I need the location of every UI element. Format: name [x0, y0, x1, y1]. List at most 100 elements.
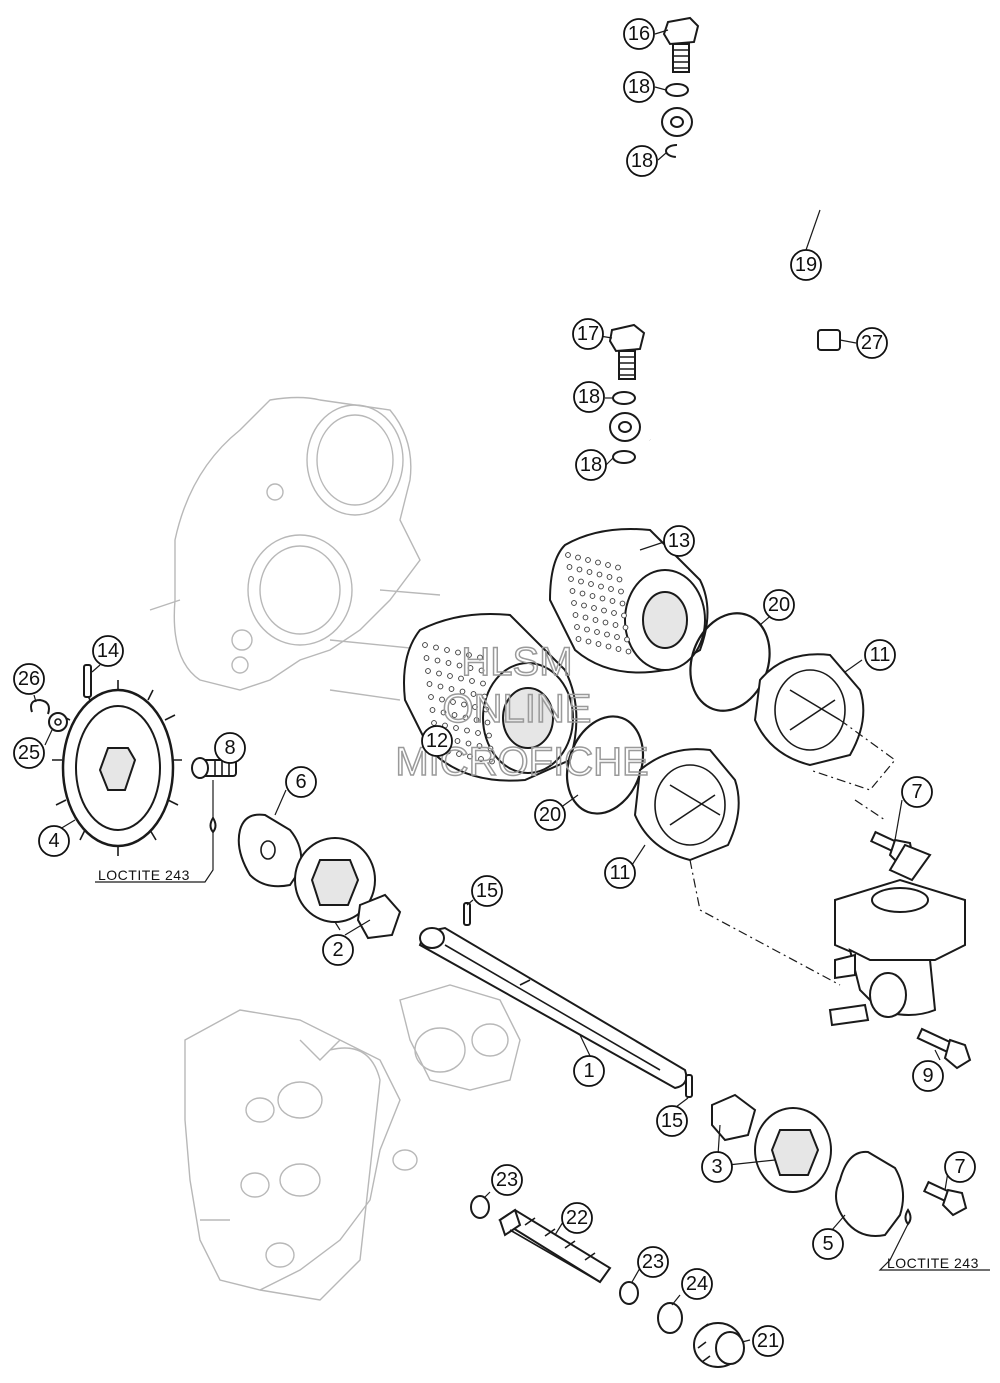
callout-label: 18	[628, 76, 650, 98]
part-callout: 15	[471, 875, 503, 907]
part-callout: 2	[322, 934, 354, 966]
callout-label: 18	[631, 150, 653, 172]
callout-label: 25	[18, 742, 40, 764]
part-callout: 15	[656, 1105, 688, 1137]
part-callout: 18	[575, 449, 607, 481]
assembly-lines	[689, 719, 896, 986]
part-callout: 6	[285, 766, 317, 798]
part-callout: 17	[572, 318, 604, 350]
rotor-2	[294, 837, 402, 940]
callout-label: 26	[18, 668, 40, 690]
callout-label: 15	[661, 1110, 683, 1132]
callout-label: 14	[97, 640, 119, 662]
part-callout: 23	[637, 1246, 669, 1278]
callout-label: 22	[566, 1207, 588, 1229]
part-callout: 18	[623, 71, 655, 103]
bolt-7-lower	[922, 1180, 968, 1217]
callout-label: 21	[757, 1330, 779, 1352]
part-callout: 13	[663, 525, 695, 557]
callout-label: 1	[583, 1060, 594, 1082]
part-callout: 25	[13, 737, 45, 769]
callout-label: 18	[578, 386, 600, 408]
screw-8	[191, 757, 237, 834]
callout-label: 2	[332, 939, 343, 961]
engine-case-upper-outline	[149, 396, 441, 701]
callout-label: 17	[577, 323, 599, 345]
part-callout: 19	[790, 249, 822, 281]
part-callout: 3	[701, 1151, 733, 1183]
callout-label: 23	[496, 1169, 518, 1191]
pump-cover-5	[835, 1150, 990, 1271]
bolt-9	[916, 1027, 972, 1070]
callout-label: 5	[822, 1233, 833, 1255]
part-callout: 11	[864, 639, 896, 671]
oil-line-long	[609, 87, 841, 500]
pump-gear	[52, 680, 182, 856]
callout-label: 3	[711, 1156, 722, 1178]
part-callout: 16	[623, 18, 655, 50]
part-callout: 9	[912, 1060, 944, 1092]
callout-label: 11	[610, 862, 631, 884]
callout-label: 7	[954, 1156, 965, 1178]
pump-cover-6	[237, 813, 303, 888]
callout-label: 16	[628, 23, 650, 45]
part-callout: 23	[491, 1164, 523, 1196]
callout-label: 20	[768, 594, 790, 616]
callout-label: 27	[861, 332, 883, 354]
ring-23-lower	[619, 1281, 639, 1305]
filter-covers	[633, 653, 865, 862]
engine-case-lower-outline	[184, 984, 521, 1301]
oil-filter-rear	[548, 528, 709, 674]
ring-24	[657, 1302, 683, 1334]
part-callout: 26	[13, 663, 45, 695]
pin-15-upper	[463, 902, 471, 926]
callout-label: 9	[922, 1065, 933, 1087]
watermark-line2: ONLINE	[443, 687, 592, 731]
loctite-note-right: LOCTITE 243	[887, 1255, 979, 1271]
part-callout: 21	[752, 1325, 784, 1357]
rotor-3	[711, 1093, 832, 1193]
clip-26-washer-25	[30, 698, 68, 732]
callout-label: 23	[642, 1251, 664, 1273]
part-callout: 20	[763, 589, 795, 621]
part-callout: 4	[38, 825, 70, 857]
part-callout: 7	[901, 776, 933, 808]
pump-shaft-1	[418, 926, 688, 1090]
ring-23-upper	[470, 1195, 490, 1219]
part-callout: 27	[856, 327, 888, 359]
callout-label: 4	[48, 830, 59, 852]
callout-label: 6	[295, 771, 306, 793]
plug-21	[693, 1322, 745, 1368]
pin-14	[83, 664, 92, 698]
callout-label: 18	[580, 454, 602, 476]
part-callout: 22	[561, 1202, 593, 1234]
callout-label: 11	[870, 644, 891, 666]
part-callout: 12	[421, 725, 453, 757]
part-callout: 1	[573, 1055, 605, 1087]
loctite-note-left: LOCTITE 243	[98, 867, 190, 883]
part-callout: 14	[92, 635, 124, 667]
part-callout: 11	[604, 857, 636, 889]
part-callout: 8	[214, 732, 246, 764]
callout-label: 19	[795, 254, 817, 276]
callout-label: 15	[476, 880, 498, 902]
part-callout: 18	[573, 381, 605, 413]
pin-15-lower	[685, 1074, 693, 1098]
oil-strainer-22	[498, 1208, 612, 1284]
banjo-bolt-upper	[662, 16, 700, 73]
callout-label: 20	[539, 804, 561, 826]
leader-lines	[33, 29, 949, 1343]
callout-label: 13	[668, 530, 690, 552]
callout-label: 7	[911, 781, 922, 803]
part-callout: 18	[626, 145, 658, 177]
valve-block	[828, 843, 966, 1027]
part-callout: 7	[944, 1151, 976, 1183]
callout-label: 24	[686, 1273, 708, 1295]
banjo-bolt-lower	[608, 323, 646, 380]
part-callout: 24	[681, 1268, 713, 1300]
watermark-line1: HLSM	[461, 640, 572, 684]
part-callout: 5	[812, 1228, 844, 1260]
part-callout: 20	[534, 799, 566, 831]
callout-label: 8	[224, 737, 235, 759]
